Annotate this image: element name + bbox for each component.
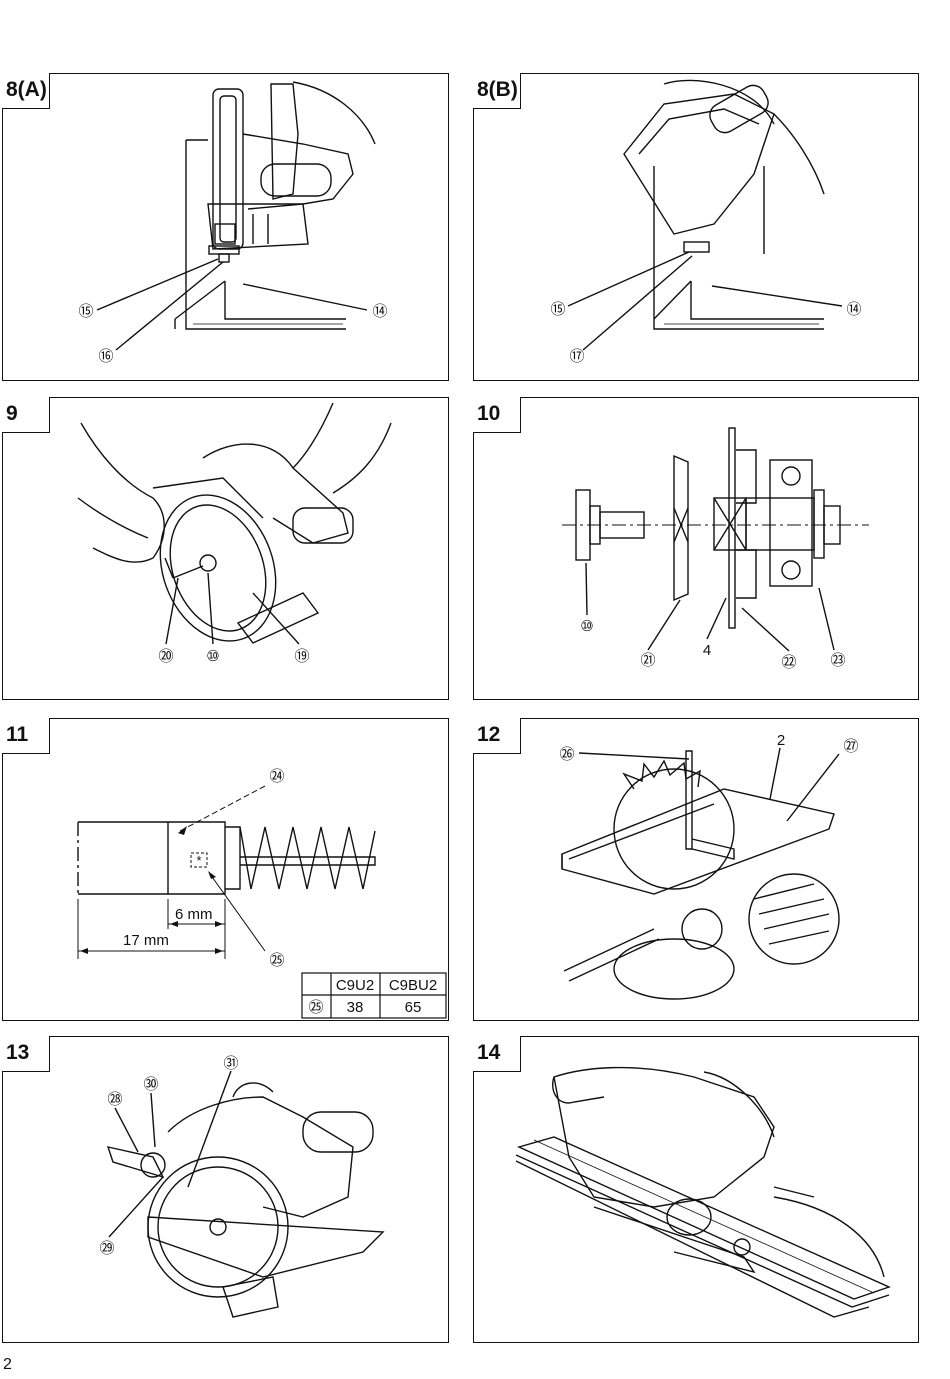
dust-nozzle-illustration: ㉘ ㉚ ㉛ ㉙ bbox=[99, 1055, 385, 1318]
callout-27: ㉗ bbox=[843, 738, 858, 755]
dimension-17mm: 17 mm bbox=[123, 932, 169, 949]
figure-9: 9 ⑳ ⑩ ⑲ bbox=[2, 397, 449, 700]
callout-26: ㉖ bbox=[559, 746, 574, 763]
brush-marker: * bbox=[196, 853, 201, 868]
figure-label: 11 bbox=[2, 718, 50, 754]
carbon-brush-diagram: * 6 mm 17 mm ㉔ ㉕ C9U2 C9BU2 ㉕ 38 65 bbox=[77, 768, 447, 1019]
figure-label: 13 bbox=[2, 1036, 50, 1072]
figure-label: 8(A) bbox=[2, 73, 50, 109]
table-cell-c9u2: 38 bbox=[347, 999, 364, 1016]
figure-12: 12 ㉖ 2 ㉗ bbox=[473, 718, 919, 1021]
figure-8b: 8(B) ⑮ ⑰ ⑭ bbox=[473, 73, 919, 381]
figure-8a: 8(A) bbox=[2, 73, 449, 381]
page-number: 2 bbox=[3, 1356, 12, 1373]
callout-28: ㉘ bbox=[107, 1091, 122, 1108]
callout-15: ⑮ bbox=[550, 301, 565, 318]
figure-13: 13 ㉘ ㉚ ㉛ ㉙ bbox=[2, 1036, 449, 1343]
callout-14: ⑭ bbox=[372, 303, 387, 320]
callout-15: ⑮ bbox=[78, 303, 93, 320]
callout-16: ⑯ bbox=[98, 348, 113, 365]
table-row-label: ㉕ bbox=[308, 999, 323, 1016]
callout-29: ㉙ bbox=[99, 1240, 114, 1257]
figure-label: 9 bbox=[2, 397, 50, 433]
callout-14: ⑭ bbox=[846, 301, 861, 318]
table-header-c9bu2: C9BU2 bbox=[389, 977, 437, 994]
callout-21: ㉑ bbox=[640, 652, 655, 669]
callout-31: ㉛ bbox=[223, 1055, 238, 1072]
callout-4: 4 bbox=[703, 642, 711, 659]
figure-label: 14 bbox=[473, 1036, 521, 1072]
saw-tilted-illustration: ⑮ ⑰ ⑭ bbox=[550, 79, 862, 365]
blade-change-illustration: ⑳ ⑩ ⑲ bbox=[77, 402, 392, 665]
callout-10: ⑩ bbox=[580, 618, 593, 635]
figure-label: 8(B) bbox=[473, 73, 521, 109]
figure-14: 14 bbox=[473, 1036, 919, 1343]
callout-10: ⑩ bbox=[206, 648, 219, 665]
callout-2: 2 bbox=[777, 732, 785, 749]
saw-base-illustration: ㉖ 2 ㉗ bbox=[559, 732, 859, 1000]
callout-23: ㉓ bbox=[830, 652, 845, 669]
callout-25: ㉕ bbox=[269, 952, 284, 969]
table-cell-c9bu2: 65 bbox=[405, 999, 422, 1016]
blade-assembly-diagram: ⑩ ㉑ 4 ㉒ ㉓ bbox=[562, 427, 869, 671]
callout-20: ⑳ bbox=[158, 648, 173, 665]
callout-17: ⑰ bbox=[569, 348, 584, 365]
callout-30: ㉚ bbox=[143, 1076, 158, 1093]
saw-side-illustration: ⑮ ⑯ ⑭ bbox=[78, 81, 388, 365]
callout-19: ⑲ bbox=[294, 648, 309, 665]
dimension-6mm: 6 mm bbox=[175, 906, 213, 923]
guide-rail-illustration bbox=[515, 1066, 891, 1318]
figure-label: 10 bbox=[473, 397, 521, 433]
figure-11: 11 bbox=[2, 718, 449, 1021]
figure-label: 12 bbox=[473, 718, 521, 754]
callout-24: ㉔ bbox=[269, 768, 284, 785]
callout-22: ㉒ bbox=[781, 654, 796, 671]
table-header-c9u2: C9U2 bbox=[336, 977, 374, 994]
figure-10: 10 bbox=[473, 397, 919, 700]
